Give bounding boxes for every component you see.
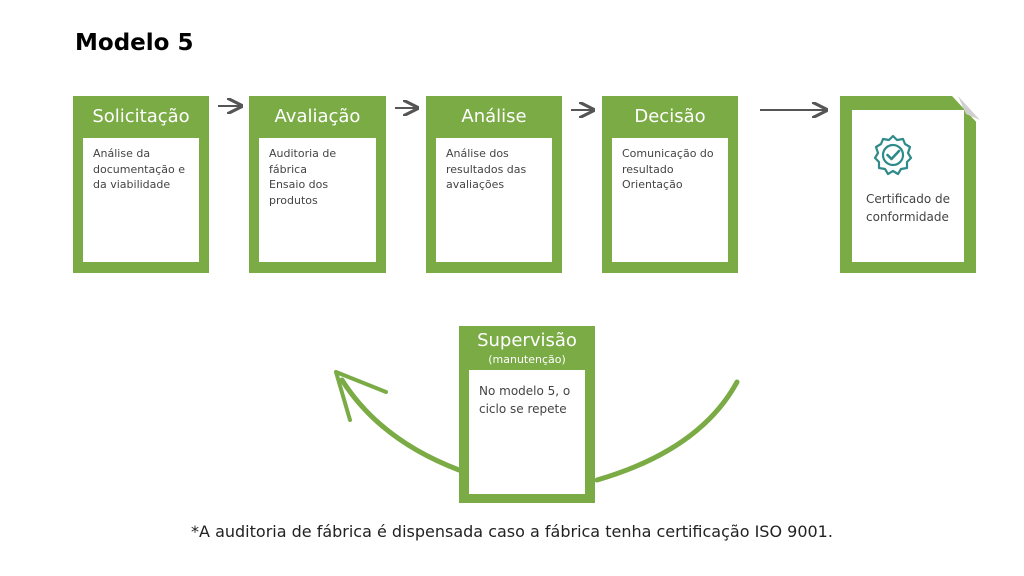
step-title: Análise	[461, 106, 527, 127]
step-analise: Análise Análise dos resultados das avali…	[426, 96, 562, 273]
supervision-card: Supervisão (manutenção) No modelo 5, o c…	[459, 326, 595, 503]
cycle-arrowhead	[334, 370, 388, 422]
certificate-card: Certificado de conformidade	[840, 96, 980, 273]
supervision-body: No modelo 5, o ciclo se repete	[469, 370, 585, 494]
step-title: Avaliação	[274, 106, 361, 127]
footnote: *A auditoria de fábrica é dispensada cas…	[191, 522, 833, 541]
step-body: Auditoria de fábrica Ensaio dos produtos	[259, 138, 376, 262]
step-title: Solicitação	[92, 106, 190, 127]
step-body: Comunicação do resultado Orientação	[612, 138, 728, 262]
cycle-arrow-right	[594, 379, 740, 483]
certificate-text: Certificado de conformidade	[866, 192, 951, 224]
page-title: Modelo 5	[75, 30, 194, 56]
badge-check-icon	[873, 134, 913, 176]
certificate-panel: Certificado de conformidade	[852, 110, 964, 262]
step-decisao: Decisão Comunicação do resultado Orienta…	[602, 96, 738, 273]
supervision-title: Supervisão	[477, 330, 577, 351]
step-solicitacao: Solicitação Análise da documentação e da…	[73, 96, 209, 273]
step-title: Decisão	[634, 106, 706, 127]
step-avaliacao: Avaliação Auditoria de fábrica Ensaio do…	[249, 96, 386, 273]
page-fold-icon	[952, 96, 980, 126]
cycle-arrow-left	[339, 377, 462, 473]
step-body: Análise da documentação e da viabilidade	[83, 138, 199, 262]
step-body: Análise dos resultados das avaliações	[436, 138, 552, 262]
supervision-subtitle: (manutenção)	[488, 353, 566, 366]
